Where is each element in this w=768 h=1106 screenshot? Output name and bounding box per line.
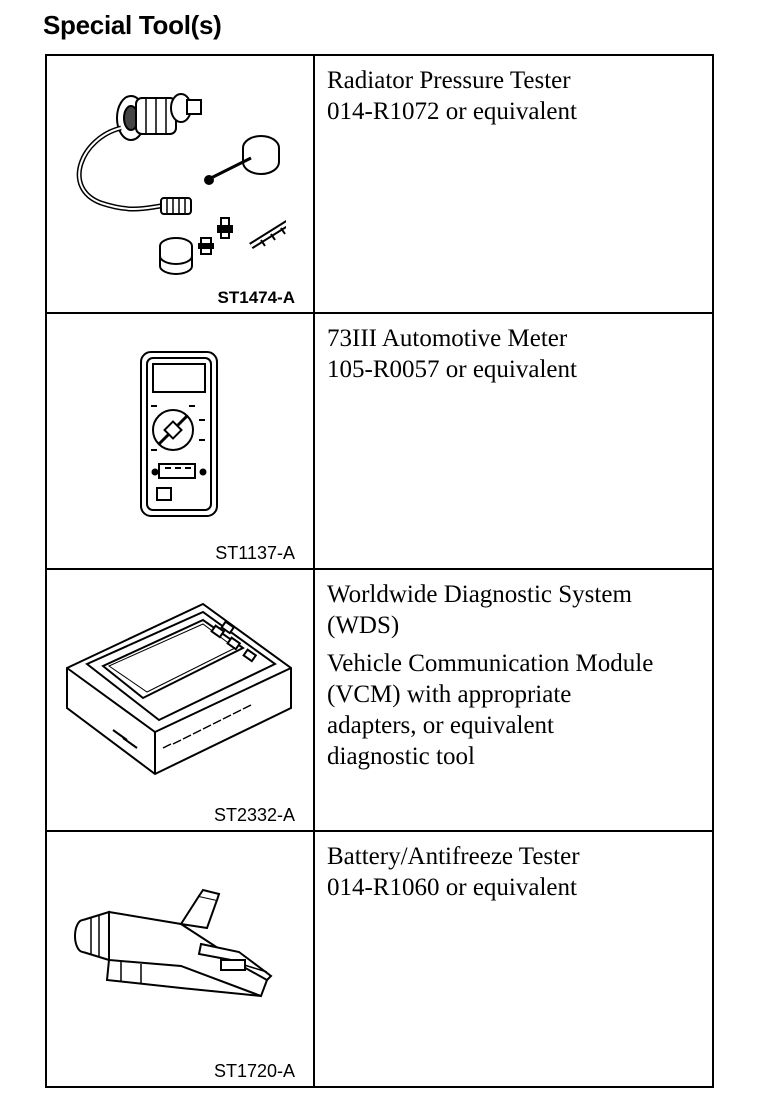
figure-code: ST1474-A [217, 288, 295, 307]
tool-illustration-cell: ST1137-A [47, 314, 315, 568]
tool-illustration-cell: ST1474-A [47, 56, 315, 312]
figure-code: ST2332-A [213, 805, 295, 825]
figure-code: ST1720-A [213, 1061, 295, 1081]
diagnostic-system-icon [63, 598, 295, 783]
special-tools-table: ST1474-A Radiator Pressure Tester 014-R1… [45, 54, 714, 1088]
tool-description-cell: Battery/Antifreeze Tester 014-R1060 or e… [315, 832, 712, 1086]
tool-description-cell: 73III Automotive Meter 105-R0057 or equi… [315, 314, 712, 568]
tool-row: ST1474-A Radiator Pressure Tester 014-R1… [47, 56, 712, 314]
tool-row: ST1720-A Battery/Antifreeze Tester 014-R… [47, 832, 712, 1086]
section-heading: Special Tool(s) [43, 10, 222, 40]
radiator-pressure-tester-icon [61, 78, 286, 278]
tool-description: 73III Automotive Meter 105-R0057 or equi… [327, 325, 577, 383]
tool-description: Battery/Antifreeze Tester 014-R1060 or e… [327, 843, 580, 901]
tool-illustration-cell: ST1720-A [47, 832, 315, 1086]
tool-description-cell: Worldwide Diagnostic System (WDS) Vehicl… [315, 570, 712, 830]
tool-description: Radiator Pressure Tester 014-R1072 or eq… [327, 67, 577, 125]
figure-code: ST1137-A [215, 543, 295, 563]
tool-description: Vehicle Communication Module (VCM) with … [327, 650, 654, 770]
tool-illustration-cell: ST2332-A [47, 570, 315, 830]
battery-antifreeze-tester-icon [71, 888, 291, 1008]
tool-description: Worldwide Diagnostic System (WDS) [327, 581, 632, 639]
tool-row: ST2332-A Worldwide Diagnostic System (WD… [47, 570, 712, 832]
tool-description-cell: Radiator Pressure Tester 014-R1072 or eq… [315, 56, 712, 312]
tool-row: ST1137-A 73III Automotive Meter 105-R005… [47, 314, 712, 570]
automotive-meter-icon [139, 350, 219, 520]
